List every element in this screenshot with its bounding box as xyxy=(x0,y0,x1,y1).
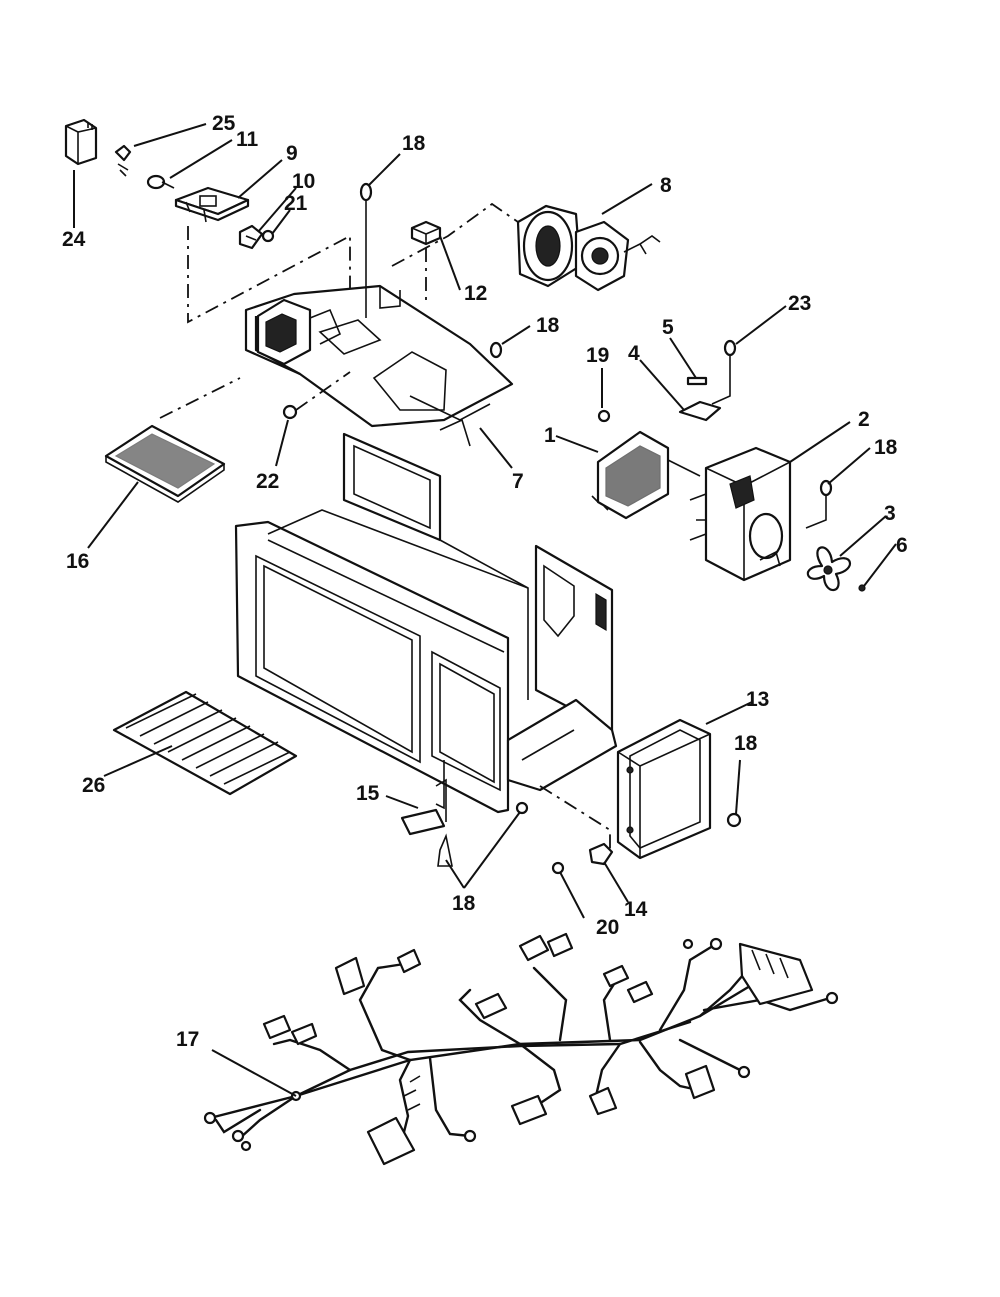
callout-23: 23 xyxy=(788,292,811,315)
callout-15: 15 xyxy=(356,782,380,805)
part-5-pin xyxy=(686,376,708,386)
part-17-wire-harness xyxy=(203,932,839,1166)
callout-20: 20 xyxy=(596,916,619,939)
callout-18-bottom: 18 xyxy=(452,892,476,915)
part-19-screw xyxy=(597,409,611,423)
part-2-fan-housing xyxy=(689,446,792,582)
part-14-thermostat xyxy=(588,842,614,866)
part-10-socket xyxy=(238,224,264,250)
part-4-bracket xyxy=(678,400,722,422)
assembly-line xyxy=(159,377,241,419)
part-25-clip xyxy=(114,144,132,177)
callout-8: 8 xyxy=(660,174,672,197)
part-18-screw-d xyxy=(726,812,742,828)
callout-13: 13 xyxy=(746,688,769,711)
callout-25: 25 xyxy=(212,112,236,135)
callout-18-right: 18 xyxy=(874,436,898,459)
callout-18-panel: 18 xyxy=(734,732,758,755)
part-3-fan-blade xyxy=(806,546,852,592)
part-21-screw xyxy=(261,229,275,243)
callout-11: 11 xyxy=(236,128,259,151)
callout-24: 24 xyxy=(62,228,86,251)
part-11-lamp xyxy=(146,174,175,190)
callout-3: 3 xyxy=(884,502,896,525)
callout-9: 9 xyxy=(286,142,298,165)
part-26-grille xyxy=(112,690,298,796)
callout-19: 19 xyxy=(586,344,609,367)
part-22-screw xyxy=(282,404,298,420)
callout-21: 21 xyxy=(284,192,308,215)
part-18-screw-e xyxy=(437,801,529,867)
assembly-line xyxy=(539,785,611,850)
callout-26: 26 xyxy=(82,774,105,797)
part-18-screw-b xyxy=(489,341,503,359)
callout-12: 12 xyxy=(464,282,487,305)
part-18-screw-c xyxy=(805,479,833,529)
part-13-side-panel xyxy=(616,718,712,860)
part-9-plate xyxy=(174,186,250,223)
assembly-line xyxy=(295,371,351,411)
callout-22: 22 xyxy=(256,470,279,493)
leader-lines xyxy=(73,123,897,1097)
callout-6: 6 xyxy=(896,534,908,557)
part-15-bracket xyxy=(400,778,447,836)
part-1-control-board xyxy=(591,430,701,520)
main-cavity-chassis xyxy=(234,432,618,814)
part-23-screw xyxy=(711,339,737,405)
part-24-relay xyxy=(64,118,98,166)
part-12-switch xyxy=(410,220,442,246)
callout-18-top: 18 xyxy=(402,132,426,155)
assembly-line xyxy=(391,202,519,267)
part-16-filter xyxy=(104,424,226,503)
callout-4: 4 xyxy=(628,342,640,365)
part-18-screw-a xyxy=(359,182,373,318)
part-20-screw xyxy=(551,861,565,875)
callout-16: 16 xyxy=(66,550,89,573)
callout-labels: 25 11 9 10 21 24 18 8 12 18 5 23 19 4 1 … xyxy=(62,112,908,1051)
callout-5: 5 xyxy=(662,316,674,339)
callout-1: 1 xyxy=(544,424,556,447)
part-8-blower-motor xyxy=(516,204,661,292)
callout-10: 10 xyxy=(292,170,315,193)
callout-14: 14 xyxy=(624,898,648,921)
part-6-nut xyxy=(858,584,866,592)
assembly-line xyxy=(187,226,351,324)
callout-17: 17 xyxy=(176,1028,199,1051)
callout-18-mid: 18 xyxy=(536,314,560,337)
callout-7: 7 xyxy=(512,470,524,493)
part-7-base-plate xyxy=(244,284,514,447)
callout-2: 2 xyxy=(858,408,870,431)
